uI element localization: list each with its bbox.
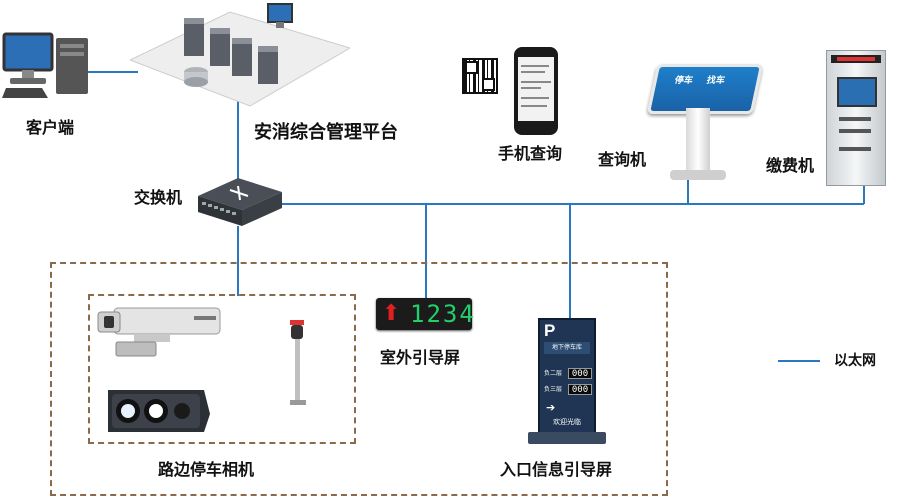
kiosk-find-car-text: 找车 bbox=[705, 76, 726, 86]
parking-p-icon: P bbox=[544, 321, 556, 340]
sign-welcome: 欢迎光临 bbox=[553, 418, 581, 426]
detector-pole-icon bbox=[290, 320, 306, 405]
sign-header: 地下停车库 bbox=[544, 342, 590, 354]
bullet-camera-icon bbox=[97, 307, 221, 357]
kiosk-park-text: 停车 bbox=[673, 76, 694, 86]
right-arrow-icon: ➔ bbox=[546, 401, 556, 414]
entrance-sign-base bbox=[528, 432, 606, 444]
switch-label: 交换机 bbox=[134, 188, 183, 207]
parking-area-frame bbox=[50, 262, 668, 496]
query-kiosk-stand bbox=[686, 108, 710, 172]
ethernet-legend-line bbox=[778, 360, 820, 362]
platform-label: 安消综合管理平台 bbox=[254, 122, 398, 143]
outdoor-led-screen: ⬆ 1234 bbox=[376, 298, 474, 330]
outdoor-screen-label: 室外引导屏 bbox=[380, 348, 461, 367]
qr-code-icon bbox=[462, 58, 498, 94]
payment-machine-label: 缴费机 bbox=[766, 156, 815, 175]
entrance-screen-label: 入口信息引导屏 bbox=[500, 460, 613, 479]
client-label: 客户端 bbox=[26, 118, 75, 137]
query-machine-label: 查询机 bbox=[598, 150, 647, 169]
led-digits: 1234 bbox=[410, 300, 476, 328]
roadside-camera-label: 路边停车相机 bbox=[158, 460, 255, 479]
query-kiosk-screen: 停车 找车 bbox=[646, 64, 764, 114]
network-switch-icon bbox=[198, 178, 282, 226]
ethernet-legend-label: 以太网 bbox=[834, 353, 876, 369]
up-arrow-icon: ⬆ bbox=[382, 301, 401, 326]
entrance-guide-sign: P 地下停车库 负二层 000 负三层 000 ➔ 欢迎光临 bbox=[538, 318, 596, 434]
sign-row: 负三层 000 bbox=[544, 384, 592, 396]
query-kiosk-base bbox=[670, 170, 726, 180]
phone-query-label: 手机查询 bbox=[498, 144, 563, 163]
payment-machine-icon bbox=[826, 50, 886, 186]
camera-group-frame bbox=[88, 294, 356, 444]
box-camera-icon bbox=[108, 390, 210, 432]
sign-row: 负二层 000 bbox=[544, 368, 592, 380]
platform-servers-icon bbox=[130, 3, 350, 107]
smartphone-icon bbox=[514, 47, 558, 135]
client-computer-icon bbox=[2, 32, 88, 98]
